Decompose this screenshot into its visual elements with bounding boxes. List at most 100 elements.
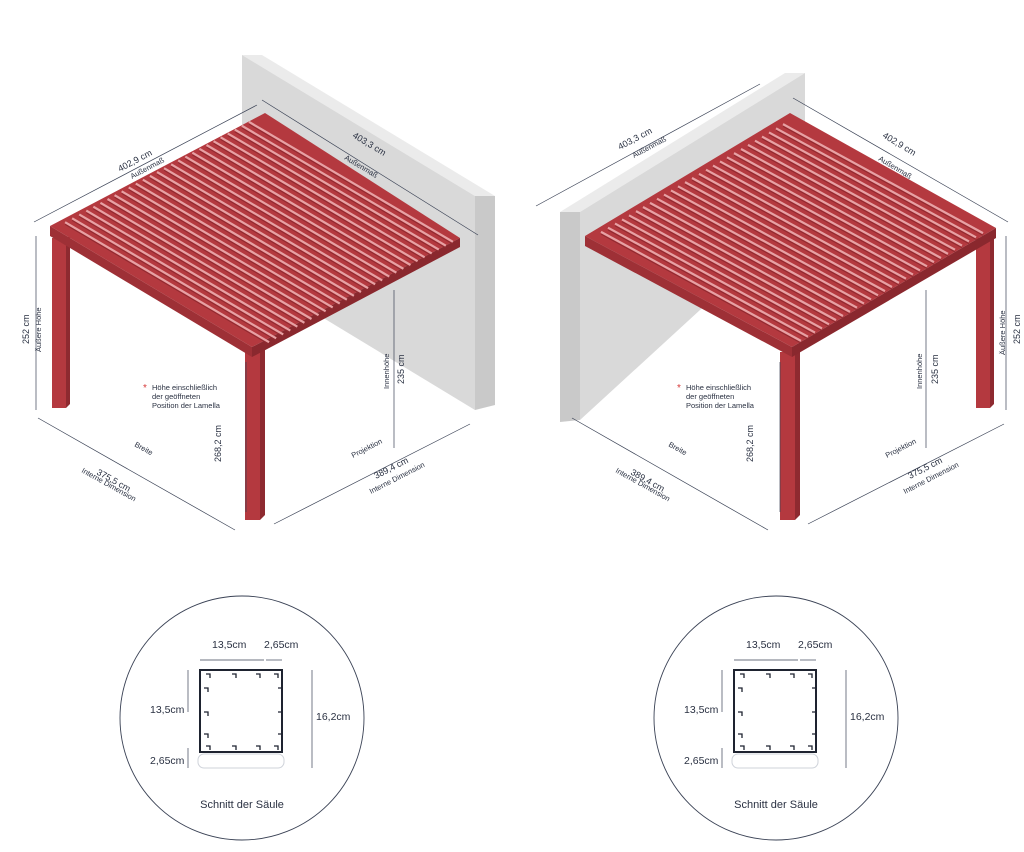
lamella-shadow: [128, 189, 333, 311]
left-note-line3: Position der Lamella: [152, 401, 221, 410]
lamella: [600, 230, 802, 342]
lamella: [635, 210, 837, 322]
right-projection-label: Projektion: [884, 437, 918, 460]
right-note-mark: *: [677, 383, 681, 394]
right-post-back: [976, 234, 994, 408]
lamella-shadow: [100, 204, 305, 326]
lamella: [149, 174, 355, 297]
lamella: [241, 124, 447, 247]
right-note-line1: Höhe einschließlich: [686, 383, 751, 392]
lamella-shadow: [114, 196, 319, 318]
right-roof-frame: [585, 113, 996, 357]
lamella: [220, 136, 426, 259]
lamella-shadow: [740, 150, 942, 261]
profile-clip: [278, 733, 283, 738]
lamella-shadow: [614, 225, 816, 336]
section-caption: Schnitt der Säule: [200, 799, 284, 811]
lamella: [163, 167, 369, 290]
lamella: [691, 177, 893, 288]
lamella: [213, 140, 419, 263]
profile-clip: [766, 745, 771, 750]
right-lamellas: [600, 123, 984, 344]
lamella-shadow: [635, 212, 837, 323]
lamella: [128, 186, 334, 309]
profile-clip: [256, 673, 261, 678]
lamella-shadow: [747, 146, 949, 257]
lamella: [670, 189, 872, 301]
lamella-shadow: [642, 208, 844, 319]
lamella: [177, 159, 383, 282]
lamella-shadow: [241, 127, 447, 249]
lamella: [726, 156, 928, 268]
lamella-shadow: [185, 158, 390, 280]
profile-clip: [766, 673, 771, 678]
lamella: [170, 163, 376, 286]
lamella-shadow: [163, 169, 369, 291]
lamella-shadow: [177, 162, 383, 284]
profile-clip: [812, 711, 817, 716]
left-pergola: 402,9 cm Außenmaß 403,3 cm Außenmaß 252 …: [21, 55, 495, 531]
lamella: [747, 143, 949, 255]
lamella-shadow: [227, 135, 432, 257]
gutter-outline: [731, 753, 819, 769]
lamella-shadow: [199, 150, 404, 272]
lamella-shadow: [761, 138, 963, 249]
lamella: [106, 198, 313, 320]
lamella: [121, 190, 327, 313]
left-lamellas: [64, 120, 454, 345]
lamella: [698, 172, 900, 284]
profile-clip: [738, 733, 743, 738]
lamella-shadow: [121, 193, 326, 314]
right-width-label: Breite: [667, 440, 689, 457]
profile-clip: [206, 745, 211, 750]
gutter-outline: [197, 753, 285, 769]
left-inner-height-value: 235 cm: [396, 354, 406, 384]
lamella: [85, 209, 291, 332]
lamella: [705, 168, 907, 280]
lamella-shadow: [86, 212, 291, 334]
section-left-b: 2,65cm: [684, 755, 719, 767]
section-left-a: 13,5cm: [150, 704, 185, 716]
section-right: 16,2cm: [850, 711, 885, 723]
lamella-shadow: [607, 229, 809, 340]
left-width-label: Breite: [133, 440, 155, 457]
lamella-shadow: [64, 223, 270, 345]
profile-clip: [232, 673, 237, 678]
lamella-shadow: [719, 163, 921, 274]
lamella: [99, 201, 305, 324]
lamella-shadow: [78, 216, 284, 338]
left-note-line1: Höhe einschließlich: [152, 383, 217, 392]
lamella-shadow: [220, 139, 425, 260]
profile-clip: [204, 711, 209, 716]
lamella-shadow: [149, 177, 355, 299]
lamella: [142, 178, 348, 301]
lamella: [614, 222, 816, 334]
right-height-note: * Höhe einschließlich der geöffneten Pos…: [677, 383, 755, 410]
right-note-line3: Position der Lamella: [686, 401, 755, 410]
post-profile: [199, 669, 283, 753]
left-note-mark: *: [143, 383, 147, 394]
lamella: [628, 214, 830, 326]
profile-clip: [812, 687, 817, 692]
lamella: [205, 144, 412, 266]
lamella: [234, 128, 440, 251]
profile-clip: [204, 733, 209, 738]
lamella: [761, 135, 963, 247]
right-clear-height-value: 268,2 cm: [745, 425, 755, 462]
right-outer-height-label: Äußere Höhe: [998, 310, 1007, 355]
profile-clip: [790, 745, 795, 750]
lamella-shadow: [782, 125, 984, 236]
lamella-shadow: [71, 220, 277, 341]
lamella: [775, 127, 977, 239]
lamella-shadow: [726, 159, 928, 269]
lamella: [684, 181, 886, 293]
lamella-shadow: [156, 173, 362, 295]
lamella: [677, 185, 879, 297]
section-left-a: 13,5cm: [684, 704, 719, 716]
left-outer-height-value: 252 cm: [21, 314, 31, 344]
lamella: [191, 151, 397, 274]
section-left-b: 2,65cm: [150, 755, 185, 767]
